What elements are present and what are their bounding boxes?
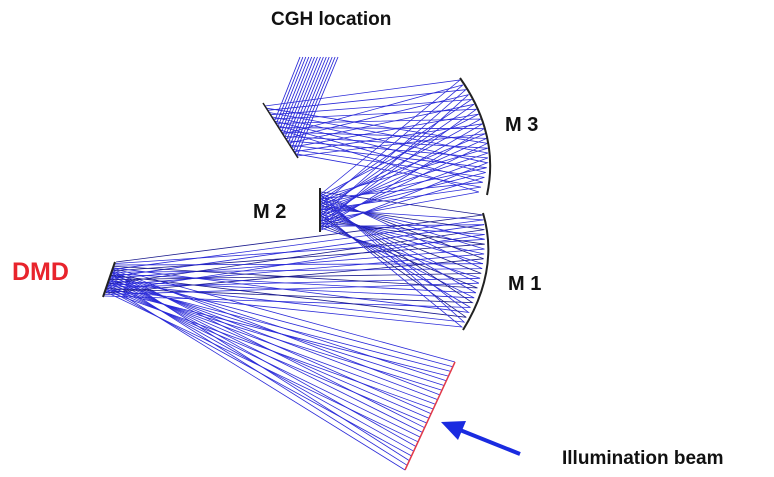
ray [104, 207, 480, 295]
ray [274, 56, 301, 121]
ray [269, 112, 489, 209]
ray [288, 103, 475, 212]
illumination-arrow [454, 426, 521, 456]
ray [264, 79, 462, 195]
illumination-plane [404, 361, 456, 471]
m3-mirror [459, 77, 492, 196]
dmd-label: DMD [12, 258, 69, 286]
ray-bundle [103, 56, 489, 471]
ray [106, 201, 474, 304]
dmd-plane [102, 261, 116, 298]
ray [103, 218, 471, 308]
ray [112, 193, 483, 273]
ray [281, 56, 313, 132]
ray [277, 56, 307, 126]
ray [279, 56, 310, 129]
ray [271, 116, 489, 231]
ray [295, 153, 482, 211]
ray [292, 149, 485, 226]
ray [110, 224, 485, 278]
illumination-arrowhead [441, 421, 466, 440]
ray [104, 196, 484, 294]
ray [107, 227, 481, 288]
ray [286, 56, 321, 140]
ray [114, 224, 478, 289]
ray [114, 213, 484, 266]
ray [111, 215, 467, 318]
ray [289, 144, 487, 204]
ray [112, 219, 485, 272]
ray [289, 56, 327, 146]
ray [110, 199, 485, 279]
ray [113, 208, 484, 270]
ray [267, 89, 468, 217]
ray [282, 84, 464, 206]
ray [109, 210, 482, 281]
ray [110, 270, 410, 461]
ray [270, 98, 473, 201]
ray [288, 56, 324, 143]
m2-label: M 2 [253, 201, 286, 223]
ray [280, 129, 480, 221]
ray [291, 56, 330, 148]
ray [108, 194, 466, 323]
ray [107, 216, 485, 287]
ray [276, 56, 304, 123]
ray [109, 278, 408, 466]
illumination-beam-label: Illumination beam [562, 448, 724, 469]
cgh-plane [262, 102, 299, 159]
ray [115, 202, 485, 264]
ray [108, 205, 485, 285]
ray [109, 221, 475, 299]
ray [284, 56, 318, 137]
ray [293, 56, 333, 151]
ray [107, 285, 406, 471]
ray [105, 222, 485, 292]
m1-mirror [462, 212, 490, 331]
ray [111, 268, 440, 396]
ray [291, 113, 479, 196]
ray [113, 197, 470, 313]
ray [283, 56, 316, 134]
ray [273, 108, 478, 223]
ray [111, 204, 477, 294]
cgh-location-label: CGH location [271, 9, 391, 30]
ray [294, 56, 336, 154]
ray [277, 125, 483, 200]
ray [274, 120, 486, 215]
ray [296, 56, 339, 157]
ray [106, 211, 464, 328]
m3-label: M 3 [505, 114, 538, 136]
m1-label: M 1 [508, 273, 541, 295]
